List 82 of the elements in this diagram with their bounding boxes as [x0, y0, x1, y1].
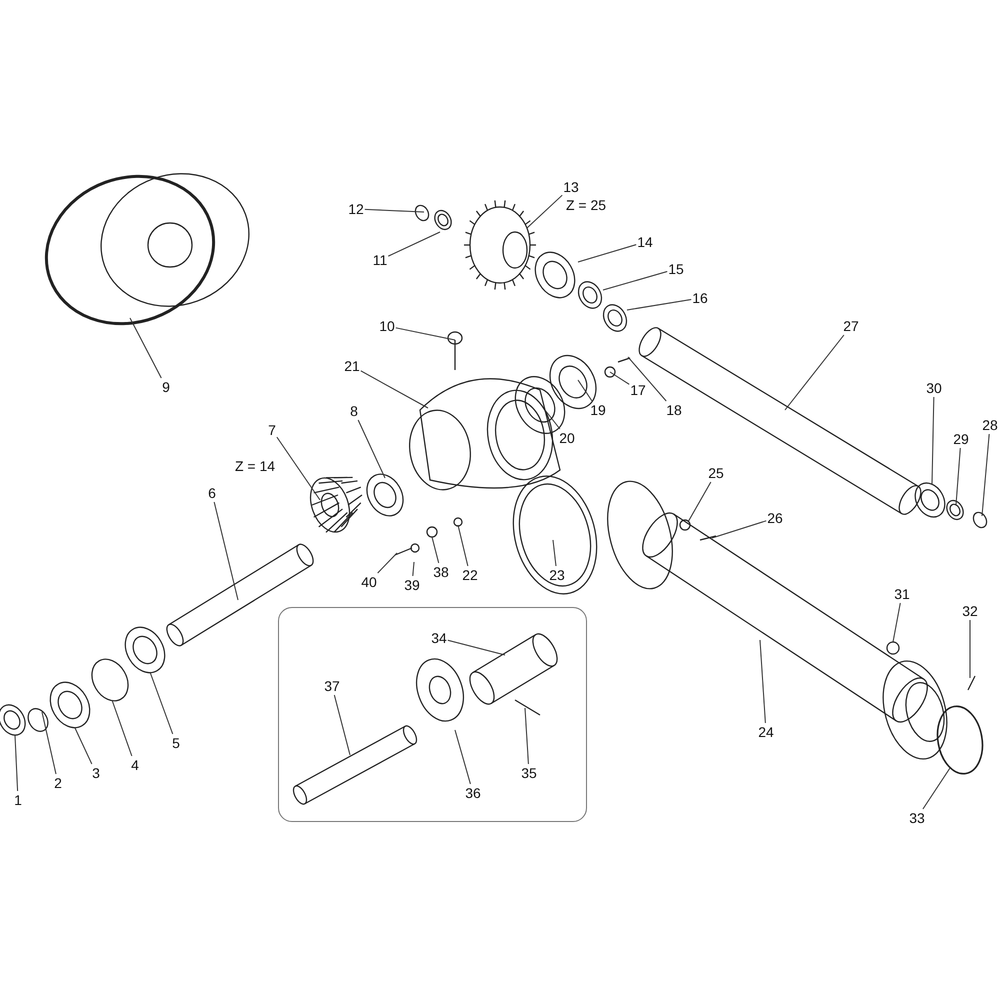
leader-line [784, 334, 844, 410]
leader-line [276, 436, 320, 500]
leader-line [432, 536, 440, 564]
leader-line [454, 730, 471, 784]
callout-number: 22 [462, 567, 478, 583]
leader-line [628, 356, 667, 402]
tooth-count: Z = 25 [566, 197, 606, 213]
leader-line [610, 372, 630, 385]
callout-number: 33 [909, 810, 925, 826]
callout-number: 25 [708, 465, 724, 481]
leader-line [458, 524, 468, 566]
leader-line [112, 700, 132, 756]
callout-number: 37 [324, 678, 340, 694]
callout-number: 15 [668, 261, 684, 277]
callout-number: 20 [559, 430, 575, 446]
leader-line [14, 734, 18, 792]
callout-number: 27 [843, 318, 859, 334]
callout-number: 38 [433, 564, 449, 580]
leader-line [412, 562, 414, 576]
callout-number: 29 [953, 431, 969, 447]
leader-line [364, 208, 424, 212]
leader-line [42, 712, 56, 774]
callout-number: 16 [692, 290, 708, 306]
leader-line [956, 448, 961, 506]
callout-number: 28 [982, 417, 998, 433]
leader-line [892, 602, 901, 642]
leader-line [447, 640, 506, 656]
callout-number: 18 [666, 402, 682, 418]
leader-line [74, 728, 92, 764]
leader-line [922, 768, 950, 810]
leader-line [578, 244, 637, 262]
callout-number: 4 [131, 757, 139, 773]
leader-line [602, 271, 668, 290]
callout-number: 2 [54, 775, 62, 791]
leader-line [712, 520, 767, 538]
leader-line [760, 640, 766, 724]
leader-line [360, 370, 428, 408]
callout-number: 12 [348, 201, 364, 217]
leader-line [578, 380, 592, 402]
callout-number: 26 [767, 510, 783, 526]
callout-number: 11 [372, 252, 388, 268]
callout-number: 14 [637, 234, 653, 250]
callout-number: 23 [549, 567, 565, 583]
callout-number: 10 [379, 318, 395, 334]
leader-line [150, 672, 174, 734]
callout-number: 7 [268, 422, 276, 438]
callout-number: 36 [465, 785, 481, 801]
leader-line [526, 194, 563, 228]
callout-number: 32 [962, 603, 978, 619]
leader-line [626, 298, 692, 310]
leader-line [214, 502, 238, 600]
callout-number: 9 [162, 379, 170, 395]
leader-line [388, 232, 440, 257]
callout-number: 39 [404, 577, 420, 593]
inset-frame [278, 607, 587, 822]
callout-number: 1 [14, 792, 22, 808]
callout-number: 5 [172, 735, 180, 751]
callout-number: 21 [344, 358, 360, 374]
leader-line [688, 482, 712, 522]
callout-number: 35 [521, 765, 537, 781]
callout-number: 19 [590, 402, 606, 418]
callout-number: 40 [361, 574, 377, 590]
callout-number: 3 [92, 765, 100, 781]
leader-line [377, 552, 398, 574]
leader-line [552, 540, 556, 566]
leader-line [358, 420, 386, 478]
leader-line [982, 434, 990, 516]
leader-line [334, 694, 350, 756]
callout-number: 17 [630, 382, 646, 398]
callout-number: 8 [350, 403, 358, 419]
callout-number: 34 [431, 630, 447, 646]
callout-number: 24 [758, 724, 774, 740]
callout-number: 6 [208, 485, 216, 501]
leader-line [544, 410, 560, 430]
leader-line [130, 318, 162, 378]
leader-line [932, 396, 934, 486]
callout-number: 30 [926, 380, 942, 396]
tooth-count: Z = 14 [234, 458, 276, 474]
leader-line [524, 708, 529, 764]
leader-line [395, 327, 456, 340]
callout-number: 31 [894, 586, 910, 602]
callout-number: 13 [563, 179, 579, 195]
